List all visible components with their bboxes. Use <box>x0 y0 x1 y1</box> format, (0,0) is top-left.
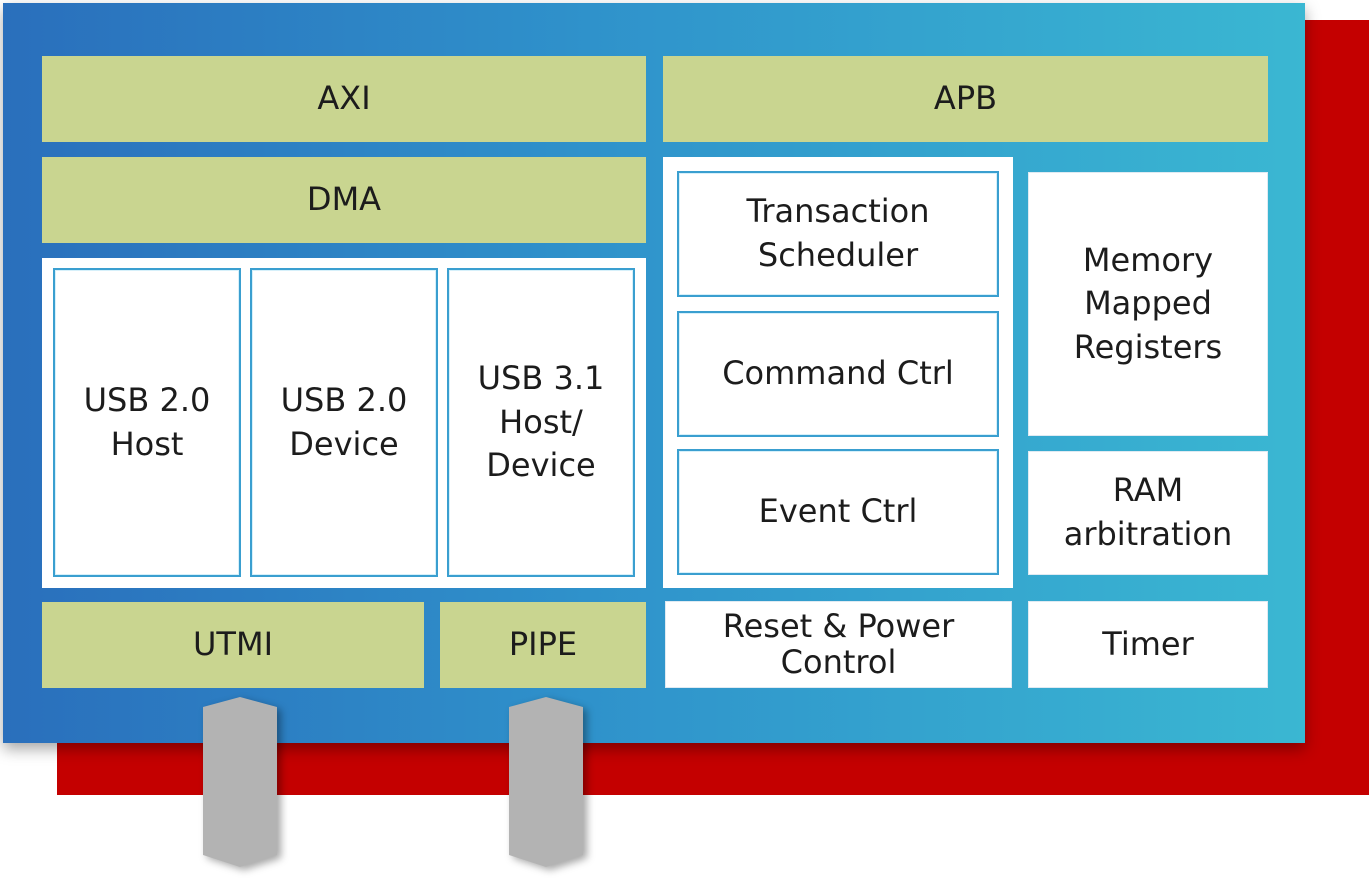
pipe-connector <box>509 697 583 867</box>
utmi-label: UTMI <box>192 625 273 664</box>
ram-arbitration-block: RAM arbitration <box>1028 451 1268 575</box>
utmi-connector <box>203 697 277 867</box>
reset-power-block: Reset & Power Control <box>665 601 1012 688</box>
command-ctrl-label: Command Ctrl <box>722 354 954 393</box>
reset-power-label: Reset & Power Control <box>722 606 955 681</box>
apb-block: APB <box>663 56 1268 142</box>
usb31-label: USB 3.1 Host/ Device <box>477 359 605 485</box>
transaction-scheduler-block: Transaction Scheduler <box>677 171 999 297</box>
usb20-host-block: USB 2.0 Host <box>53 268 241 577</box>
timer-block: Timer <box>1028 601 1268 688</box>
ram-arbitration-label: RAM arbitration <box>1063 471 1233 553</box>
utmi-block: UTMI <box>42 602 424 688</box>
event-ctrl-label: Event Ctrl <box>758 492 918 531</box>
apb-label: APB <box>933 79 998 118</box>
event-ctrl-block: Event Ctrl <box>677 449 999 575</box>
dma-block: DMA <box>42 157 646 243</box>
axi-block: AXI <box>42 56 646 142</box>
memory-mapped-registers-block: Memory Mapped Registers <box>1028 172 1268 436</box>
timer-label: Timer <box>1102 624 1194 663</box>
pipe-label: PIPE <box>508 625 578 664</box>
axi-label: AXI <box>317 79 371 118</box>
usb31-block: USB 3.1 Host/ Device <box>447 268 635 577</box>
usb20-device-label: USB 2.0 Device <box>280 380 408 463</box>
dma-label: DMA <box>306 180 382 219</box>
pipe-block: PIPE <box>440 602 646 688</box>
usb20-host-label: USB 2.0 Host <box>83 380 211 463</box>
command-ctrl-block: Command Ctrl <box>677 311 999 437</box>
transaction-scheduler-label: Transaction Scheduler <box>746 192 930 274</box>
memory-mapped-registers-label: Memory Mapped Registers <box>1073 240 1223 366</box>
usb20-device-block: USB 2.0 Device <box>250 268 438 577</box>
